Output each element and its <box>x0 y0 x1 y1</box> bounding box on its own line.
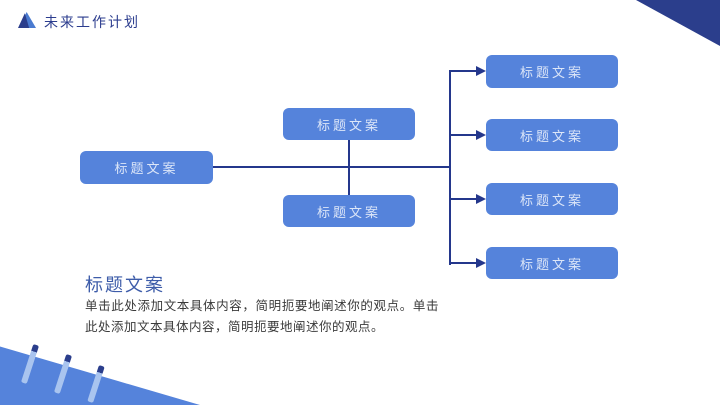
connector-main-horizontal <box>212 166 451 168</box>
section-body-text: 单击此处添加文本具体内容，简明扼要地阐述你的观点。单击此处添加文本具体内容，简明… <box>85 299 439 334</box>
flow-node-root: 标题文案 <box>80 151 213 184</box>
flow-node-leaf-3: 标题文案 <box>486 183 618 215</box>
arrowhead-icon <box>476 258 486 268</box>
flow-node-branch-bottom: 标题文案 <box>283 195 415 227</box>
connector-branch-1 <box>449 70 478 72</box>
flow-node-leaf-1: 标题文案 <box>486 55 618 88</box>
connector-branch-3 <box>449 198 478 200</box>
flow-node-leaf-2-label: 标题文案 <box>519 128 584 144</box>
connector-middle-vertical <box>348 140 350 195</box>
arrowhead-icon <box>476 194 486 204</box>
connector-branch-2 <box>449 134 478 136</box>
arrowhead-icon <box>476 66 486 76</box>
flow-node-branch-top: 标题文案 <box>283 108 415 140</box>
flow-node-leaf-4-label: 标题文案 <box>519 256 584 272</box>
logo-triangle-navy <box>18 13 30 28</box>
flow-node-leaf-3-label: 标题文案 <box>519 192 584 208</box>
connector-trunk-vertical <box>449 70 451 265</box>
flow-node-branch-top-label: 标题文案 <box>316 117 381 133</box>
flow-node-leaf-1-label: 标题文案 <box>519 65 584 80</box>
flow-node-leaf-4: 标题文案 <box>486 247 618 279</box>
section-heading: 标题文案 <box>85 275 165 295</box>
flow-node-leaf-2: 标题文案 <box>486 119 618 151</box>
brand-logo-icon <box>18 12 36 28</box>
flow-node-root-label: 标题文案 <box>114 161 179 176</box>
flow-node-branch-bottom-label: 标题文案 <box>316 204 381 220</box>
corner-triangle-top-right <box>636 0 720 46</box>
connector-branch-4 <box>449 262 478 264</box>
slide-title: 未来工作计划 <box>44 16 140 31</box>
arrowhead-icon <box>476 130 486 140</box>
